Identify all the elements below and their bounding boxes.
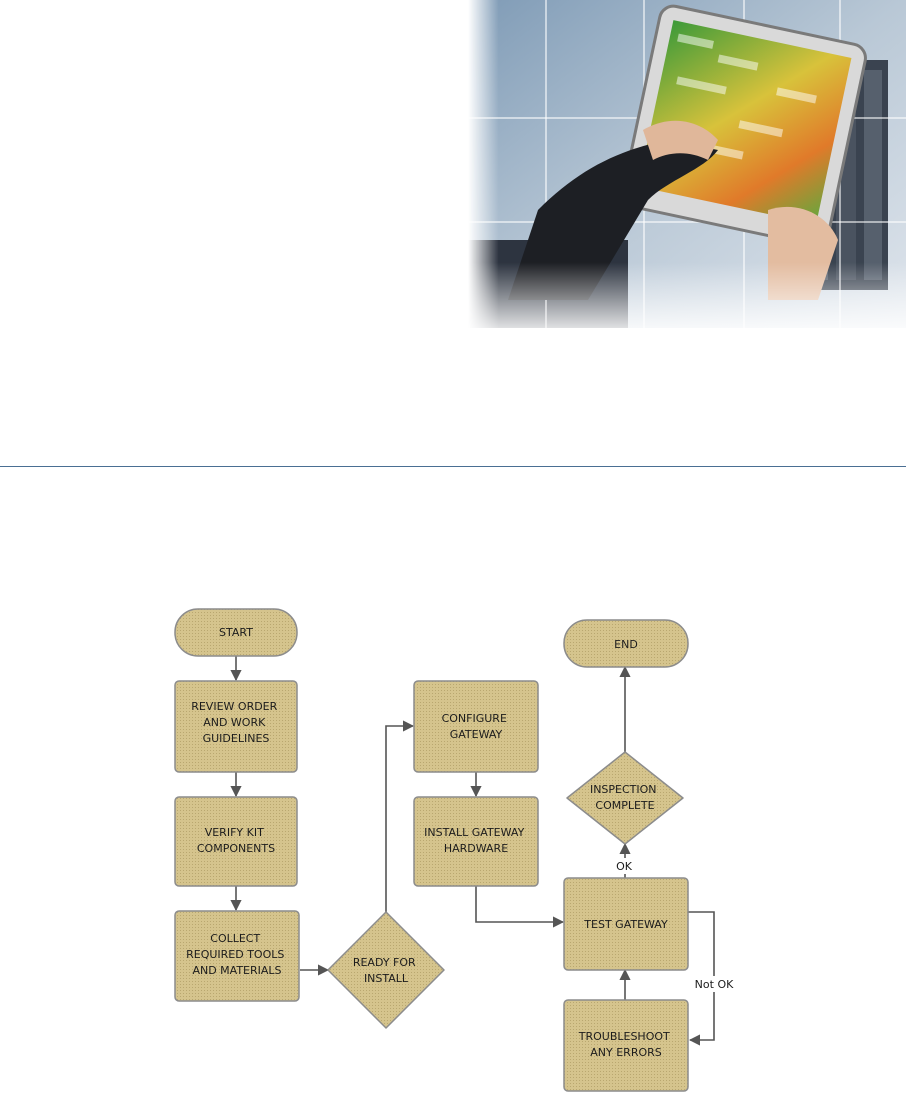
node-ready-for-install: READY FOR INSTALL bbox=[328, 912, 444, 1028]
node-configure-line-1: CONFIGURE bbox=[442, 712, 507, 725]
node-start-label: START bbox=[219, 626, 253, 639]
node-review-line-3: GUIDELINES bbox=[203, 732, 270, 745]
svg-text:TEST GATEWAY: TEST GATEWAY bbox=[583, 918, 668, 931]
node-troubleshoot-errors: TROUBLESHOOT ANY ERRORS bbox=[564, 1000, 688, 1091]
edge-label-ok: OK bbox=[616, 860, 633, 873]
edge-ready-configure bbox=[386, 726, 413, 912]
svg-text:REVIEW ORDER AND WORK: REVIEW ORDER AND WORK GUIDELINES bbox=[191, 700, 281, 745]
node-configure-line-2: GATEWAY bbox=[450, 728, 503, 741]
node-collect-line-1: COLLECT bbox=[210, 932, 260, 945]
node-verify-kit: VERIFY KIT COMPONENTS bbox=[175, 797, 297, 886]
node-inspection-complete: INSPECTION COMPLETE bbox=[567, 752, 683, 844]
node-ready-line-2: INSTALL bbox=[364, 972, 409, 985]
node-review-line-2: AND WORK bbox=[203, 716, 266, 729]
svg-text:END: END bbox=[614, 638, 638, 651]
node-ready-line-1: READY FOR bbox=[353, 956, 416, 969]
node-review-order: REVIEW ORDER AND WORK GUIDELINES bbox=[175, 681, 297, 772]
node-inspection-line-1: INSPECTION bbox=[590, 783, 657, 796]
node-install-gateway-hardware: INSTALL GATEWAY HARDWARE bbox=[414, 797, 538, 886]
node-troubleshoot-line-2: ANY ERRORS bbox=[590, 1046, 662, 1059]
node-end-label: END bbox=[614, 638, 638, 651]
svg-text:START: START bbox=[219, 626, 253, 639]
node-test-label: TEST GATEWAY bbox=[583, 918, 668, 931]
edge-install-test bbox=[476, 886, 563, 922]
node-start: START bbox=[175, 609, 297, 656]
edge-label-not-ok: Not OK bbox=[695, 978, 734, 991]
node-troubleshoot-line-1: TROUBLESHOOT bbox=[578, 1030, 670, 1043]
node-collect-tools: COLLECT REQUIRED TOOLS AND MATERIALS bbox=[175, 911, 299, 1001]
node-review-line-1: REVIEW ORDER bbox=[191, 700, 277, 713]
node-collect-line-2: REQUIRED TOOLS bbox=[186, 948, 284, 961]
node-verify-line-2: COMPONENTS bbox=[197, 842, 275, 855]
node-test-gateway: TEST GATEWAY bbox=[564, 878, 688, 970]
node-end: END bbox=[564, 620, 688, 667]
node-inspection-line-2: COMPLETE bbox=[595, 799, 654, 812]
node-install-line-2: HARDWARE bbox=[444, 842, 508, 855]
node-collect-line-3: AND MATERIALS bbox=[192, 964, 281, 977]
node-verify-line-1: VERIFY KIT bbox=[205, 826, 264, 839]
node-configure-gateway: CONFIGURE GATEWAY bbox=[414, 681, 538, 772]
node-install-line-1: INSTALL GATEWAY bbox=[424, 826, 524, 839]
